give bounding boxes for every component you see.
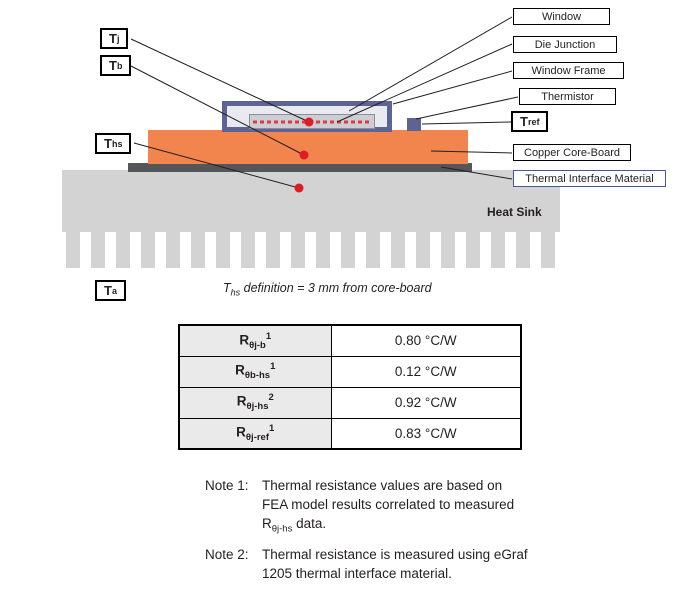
note-reference: 2	[268, 392, 274, 404]
value-cell: 0.83 °C/W	[330, 417, 522, 450]
copper-core-board-shape	[148, 130, 468, 164]
note-reference: 1	[270, 361, 276, 373]
table-row: Rθj-hs2 0.92 °C/W	[178, 386, 522, 419]
param-cell: Rθj-hs2	[178, 386, 332, 419]
r-subscript: θj-hs	[246, 401, 269, 413]
thermistor-shape	[407, 118, 421, 131]
ths-symbol: T	[104, 136, 112, 151]
ths-def-subscript: hs	[230, 287, 241, 298]
ths-definition-note: Ths definition = 3 mm from core-board	[223, 281, 432, 298]
callout-die-junction: Die Junction	[513, 36, 617, 53]
tb-subscript: b	[116, 60, 123, 71]
ths-def-symbol: T	[223, 281, 231, 295]
r-subscript: θj-b	[249, 339, 266, 351]
leader-tref	[421, 121, 512, 125]
tref-subscript: ref	[527, 116, 540, 127]
r-symbol: R	[236, 424, 246, 440]
note-2: Note 2: Thermal resistance is measured u…	[205, 545, 530, 583]
ta-symbol: T	[104, 283, 112, 298]
leader-thermistor	[415, 96, 519, 120]
note-1-text: Thermal resistance values are based on F…	[262, 476, 530, 536]
note-1: Note 1: Thermal resistance values are ba…	[205, 476, 530, 536]
tb-symbol: T	[109, 58, 117, 73]
r-symbol: R	[236, 393, 247, 409]
callout-window: Window	[513, 8, 610, 25]
window-shape	[249, 114, 375, 129]
note-2-label: Note 2:	[205, 547, 249, 562]
ths-def-text: definition = 3 mm from core-board	[240, 281, 432, 295]
param-cell: Rθj-ref1	[178, 417, 332, 450]
callout-thermistor: Thermistor	[519, 88, 616, 105]
tj-symbol: T	[109, 31, 117, 46]
thermal-resistance-table: Rθj-b1 0.80 °C/W Rθb-hs1 0.12 °C/W Rθj-h…	[178, 324, 522, 450]
ths-subscript: hs	[111, 138, 123, 149]
tref-symbol: T	[520, 114, 528, 129]
tj-subscript: j	[116, 33, 120, 44]
value-cell: 0.12 °C/W	[330, 355, 522, 388]
note-reference: 1	[265, 330, 272, 342]
leader-window-frame	[392, 70, 513, 105]
leader-window	[348, 16, 513, 112]
value-cell: 0.92 °C/W	[330, 386, 522, 419]
table-row: Rθj-b1 0.80 °C/W	[178, 324, 522, 357]
r-symbol: R	[235, 362, 245, 378]
note-1-label: Note 1:	[205, 478, 249, 493]
note-1-subscript: θj-hs	[271, 524, 293, 535]
thermal-interface-material-strip	[128, 163, 472, 172]
table-row: Rθj-ref1 0.83 °C/W	[178, 417, 522, 450]
table-row: Rθb-hs1 0.12 °C/W	[178, 355, 522, 388]
callout-copper-core-board: Copper Core-Board	[513, 144, 631, 161]
note-1-text-after: data.	[292, 516, 327, 532]
note-2-text: Thermal resistance is measured using eGr…	[262, 547, 528, 582]
heat-sink-fins	[66, 232, 558, 268]
value-cell: 0.80 °C/W	[330, 324, 522, 357]
r-subscript: θb-hs	[244, 370, 271, 382]
note-reference: 1	[269, 423, 275, 435]
heat-sink-label: Heat Sink	[487, 205, 542, 219]
r-symbol: R	[239, 332, 250, 348]
callout-thermal-interface-material: Thermal Interface Material	[513, 170, 666, 187]
param-cell: Rθj-b1	[178, 324, 332, 357]
ta-subscript: a	[111, 285, 117, 296]
heat-sink-body	[62, 170, 560, 232]
r-subscript: θj-ref	[245, 432, 270, 444]
note-1-text-before: Thermal resistance values are based on F…	[262, 478, 515, 532]
callout-window-frame: Window Frame	[513, 62, 624, 79]
param-cell: Rθb-hs1	[178, 355, 332, 388]
